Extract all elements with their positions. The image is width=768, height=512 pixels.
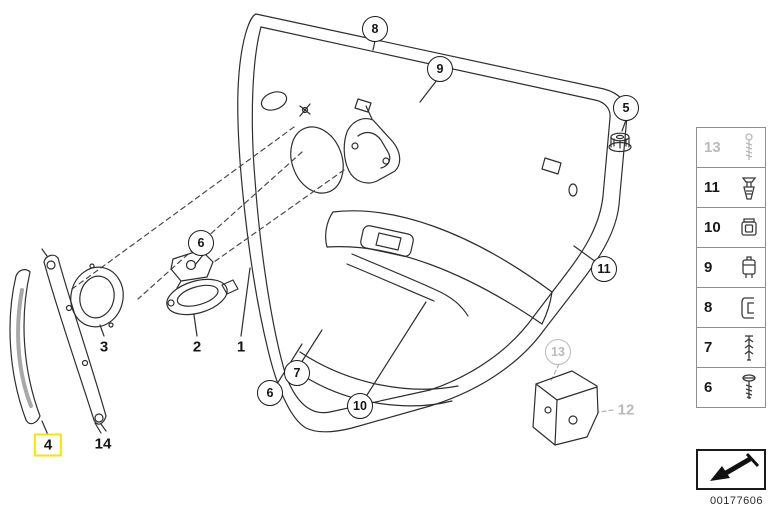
part-callout-7[interactable]: 7 <box>284 360 310 386</box>
legend-item-9[interactable]: 9 <box>696 247 766 288</box>
legend-number: 10 <box>704 219 721 236</box>
clamp-icon <box>738 293 760 323</box>
diagram-code: 00177606 <box>710 495 763 507</box>
part-callout-11[interactable]: 11 <box>591 256 617 282</box>
fastener-legend: 13 11 10 <box>696 127 766 408</box>
part-callout-6-upper[interactable]: 6 <box>188 230 214 256</box>
grommet-icon <box>738 213 760 243</box>
legend-number: 6 <box>704 379 713 396</box>
legend-item-10[interactable]: 10 <box>696 207 766 248</box>
legend-item-13[interactable]: 13 <box>696 127 766 168</box>
clip-icon <box>738 253 760 283</box>
part-callout-6-lower[interactable]: 6 <box>257 380 283 406</box>
rivet-icon <box>738 173 760 203</box>
long-screw-icon <box>738 132 760 163</box>
part-callout-4-highlighted[interactable]: 4 <box>33 433 63 457</box>
legend-item-8[interactable]: 8 <box>696 287 766 328</box>
legend-item-6[interactable]: 6 <box>696 367 766 408</box>
legend-item-11[interactable]: 11 <box>696 167 766 208</box>
direction-arrow-box <box>696 449 766 490</box>
direction-arrow-icon <box>700 450 762 489</box>
part-callout-5[interactable]: 5 <box>613 95 639 121</box>
legend-number: 9 <box>704 259 713 276</box>
expansion-fastener-icon <box>738 333 760 363</box>
part-callout-3[interactable]: 3 <box>99 338 109 356</box>
legend-number: 13 <box>704 139 721 156</box>
part-callout-9[interactable]: 9 <box>427 56 453 82</box>
part-callout-14[interactable]: 14 <box>94 435 112 453</box>
part-callout-13[interactable]: 13 <box>545 339 571 365</box>
legend-number: 11 <box>704 179 720 196</box>
legend-item-7[interactable]: 7 <box>696 327 766 368</box>
part-callout-8[interactable]: 8 <box>362 16 388 42</box>
legend-number: 7 <box>704 339 713 356</box>
screw-icon <box>738 373 760 403</box>
part-callout-1[interactable]: 1 <box>236 338 246 356</box>
part-callout-12[interactable]: 12 <box>617 401 635 419</box>
part-callout-10[interactable]: 10 <box>347 393 373 419</box>
part-callout-2[interactable]: 2 <box>192 338 202 356</box>
legend-number: 8 <box>704 299 713 316</box>
